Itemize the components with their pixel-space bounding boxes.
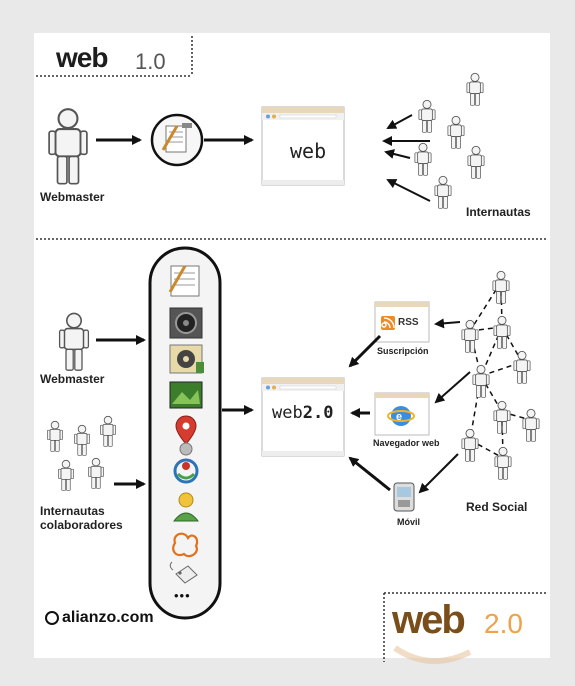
tool-video-icon bbox=[169, 344, 204, 374]
web-browser-box: e bbox=[374, 392, 430, 436]
web2-browser-text-main: web bbox=[272, 403, 303, 423]
arrows-internautas-to-web1 bbox=[382, 114, 431, 202]
editor-tool-icon bbox=[150, 113, 204, 167]
tool-audio-icon bbox=[169, 307, 203, 339]
subscription-label: Suscripción bbox=[377, 346, 429, 356]
webmaster-1-icon bbox=[48, 108, 88, 185]
arrows-into-web2 bbox=[348, 334, 391, 492]
webmaster-2-label: Webmaster bbox=[40, 372, 105, 386]
more-tools-dots: ••• bbox=[174, 588, 191, 603]
tool-wikimedia-icon bbox=[173, 458, 199, 484]
web2-logo-reflection bbox=[393, 645, 472, 664]
web1-logo-text: web bbox=[56, 42, 108, 73]
collaborators-group bbox=[46, 415, 117, 491]
alianzo-logo-icon bbox=[45, 611, 59, 625]
web2-browser-text: web2.0 bbox=[272, 403, 333, 423]
web1-logo-version: 1.0 bbox=[135, 49, 166, 74]
web2-browser-text-version: 2.0 bbox=[302, 403, 334, 423]
tool-user-avatar-icon bbox=[172, 492, 200, 522]
mobile-label: Móvil bbox=[397, 517, 421, 527]
collaborators-label-line2: colaboradores bbox=[40, 518, 123, 532]
tool-maps-pin-icon bbox=[175, 415, 197, 456]
collaborators-label-line1: Internautas bbox=[40, 504, 105, 518]
svg-text:e: e bbox=[396, 411, 402, 423]
mobile-phone-icon bbox=[393, 482, 415, 512]
browser-navigator-label: Navegador web bbox=[373, 438, 440, 448]
tool-photo-icon bbox=[169, 381, 203, 409]
arrows-social-to-services bbox=[418, 318, 471, 494]
tool-tag-icon bbox=[169, 561, 198, 584]
web2-logo-text: web bbox=[392, 598, 466, 642]
tool-editor-icon bbox=[168, 265, 200, 297]
internautas-1-label: Internautas bbox=[466, 205, 531, 219]
tool-delicious-icon bbox=[172, 532, 199, 558]
web1-browser-text: web bbox=[290, 139, 327, 163]
webmaster-2-icon bbox=[58, 312, 90, 372]
footer-brand: alianzo.com bbox=[62, 609, 154, 626]
web2-logo-version: 2.0 bbox=[484, 608, 523, 639]
rss-label: RSS bbox=[398, 317, 419, 328]
webmaster-1-label: Webmaster bbox=[40, 190, 105, 204]
social-network-people bbox=[461, 270, 540, 480]
social-network-label: Red Social bbox=[466, 500, 528, 514]
rss-subscription-box bbox=[374, 301, 430, 343]
